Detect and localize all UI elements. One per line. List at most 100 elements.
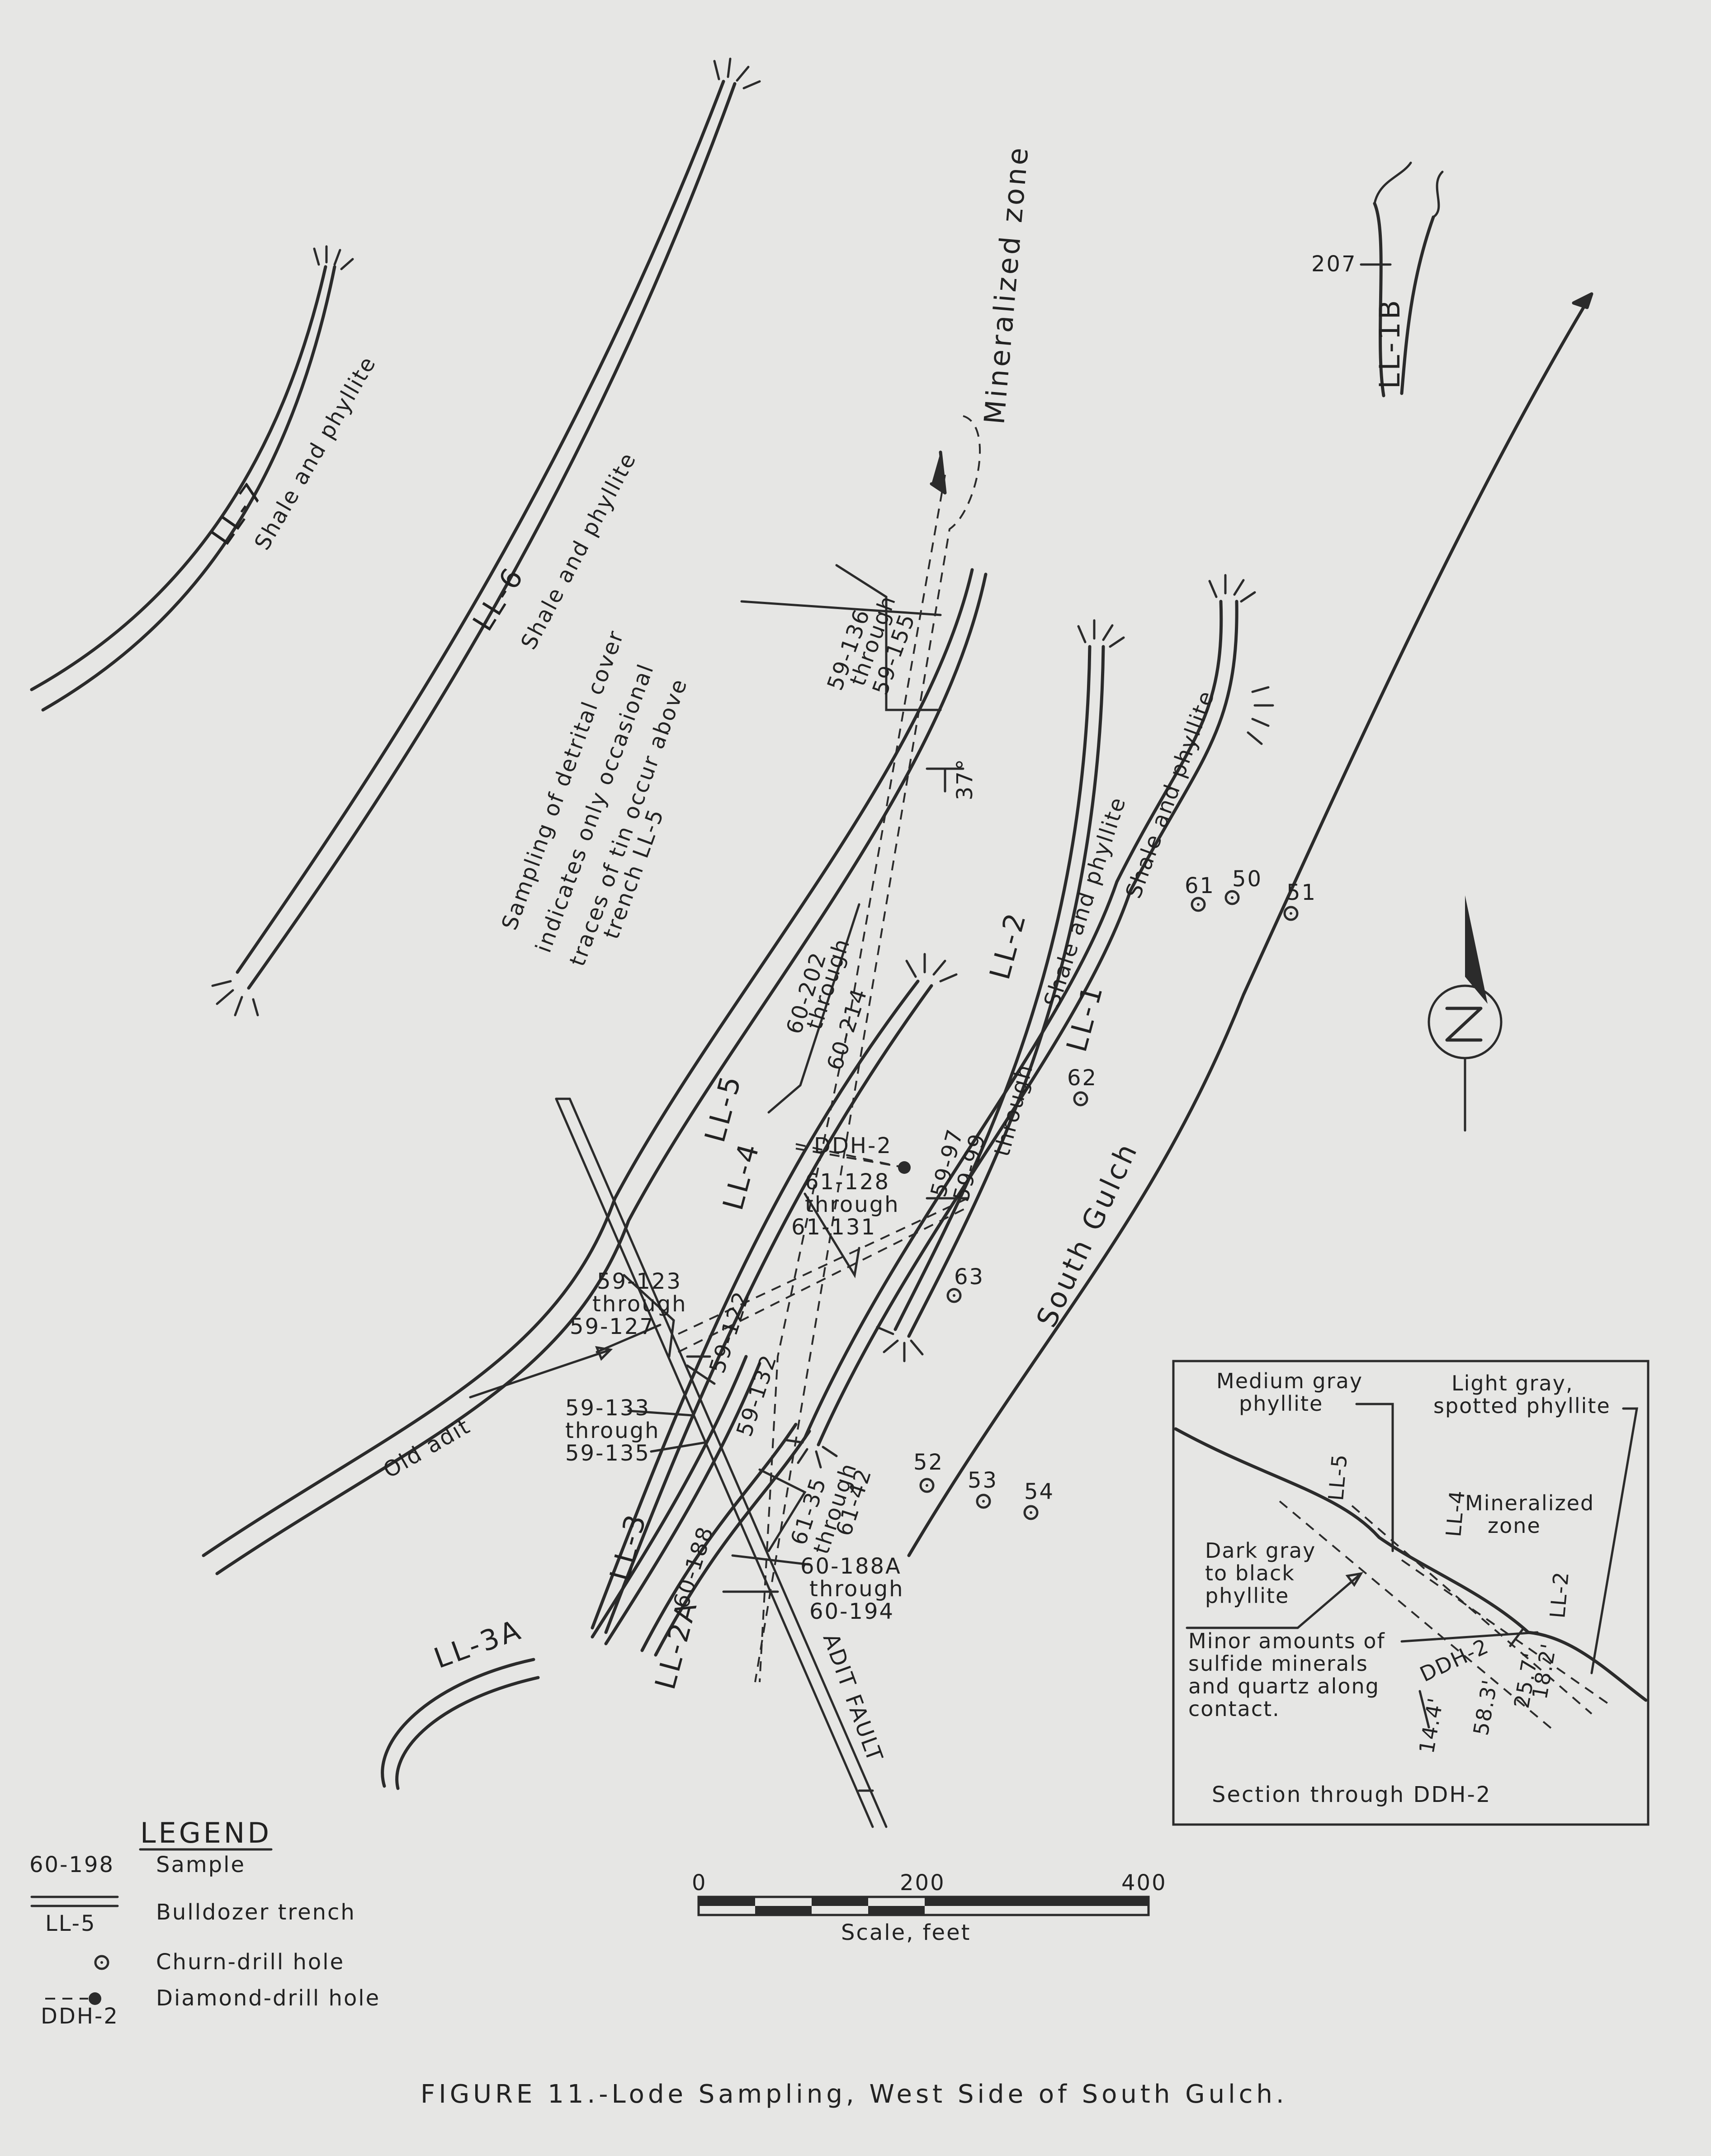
figure-title: FIGURE 11.-Lode Sampling, West Side of S… bbox=[421, 2080, 1288, 2109]
svg-text:62: 62 bbox=[1067, 1065, 1097, 1091]
ll-2-rock-label: Shale and phyllite bbox=[1039, 794, 1131, 1010]
legend-text-ddh: Diamond-drill hole bbox=[156, 1986, 380, 2011]
sample-through-4: through bbox=[805, 1192, 900, 1217]
trench-ll-2a bbox=[640, 1423, 811, 1657]
section-depth-25: 25.7' bbox=[1509, 1650, 1543, 1710]
old-adit-label: Old adit bbox=[379, 1413, 475, 1483]
trench-ll-1 bbox=[785, 574, 1274, 1469]
dip-label: 37° bbox=[952, 758, 978, 800]
sample-61-131: 61-131 bbox=[791, 1215, 876, 1240]
section-minor-4: contact. bbox=[1188, 1697, 1280, 1721]
svg-text:51: 51 bbox=[1286, 880, 1317, 905]
sample-59-127: 59-127 bbox=[570, 1314, 655, 1339]
trench-ll-6 bbox=[211, 57, 761, 1017]
sample-through-8: through bbox=[809, 1576, 904, 1602]
scale-caption: Scale, feet bbox=[841, 1920, 971, 1945]
churn-hole: 53 bbox=[968, 1468, 998, 1509]
ll-7-rock-label: Shale and phyllite bbox=[250, 351, 381, 554]
ll-1-rock-label: Shale and phyllite bbox=[1121, 687, 1220, 902]
trench-ll-1b bbox=[1373, 161, 1444, 397]
section-light-gray-2: spotted phyllite bbox=[1433, 1394, 1611, 1418]
legend-text-sample: Sample bbox=[156, 1852, 246, 1877]
churn-hole: 51 bbox=[1283, 880, 1317, 921]
scale-bar: 0 200 400 Scale, feet bbox=[692, 1870, 1167, 1945]
sample-labels: 59-136 through 59-155 60-202 through 60-… bbox=[565, 251, 1392, 1624]
section-ll-2: LL-2 bbox=[1545, 1570, 1574, 1619]
ll-4-label: LL-4 bbox=[716, 1138, 766, 1213]
svg-text:61: 61 bbox=[1185, 873, 1215, 898]
ddh-2-label: DDH-2 bbox=[814, 1133, 892, 1158]
svg-text:52: 52 bbox=[913, 1450, 944, 1475]
section-title: Section through DDH-2 bbox=[1212, 1782, 1491, 1807]
section-ll-4: LL-4 bbox=[1441, 1489, 1470, 1538]
mineralized-zone-lines bbox=[678, 415, 981, 1683]
legend-symbol-trench: LL-5 bbox=[45, 1911, 96, 1936]
svg-text:53: 53 bbox=[968, 1468, 998, 1493]
section-minor-1: Minor amounts of bbox=[1188, 1629, 1385, 1653]
scale-label-0: 0 bbox=[692, 1870, 707, 1896]
section-ll-5: LL-5 bbox=[1323, 1452, 1352, 1502]
trench-ll-3 bbox=[591, 1355, 761, 1645]
section-dark-gray-2: to black bbox=[1205, 1561, 1295, 1585]
section-dark-gray-1: Dark gray bbox=[1205, 1538, 1316, 1563]
svg-text:54: 54 bbox=[1024, 1479, 1054, 1504]
ll-2-label: LL-2 bbox=[983, 907, 1033, 983]
adit-fault bbox=[555, 1097, 888, 1828]
section-mineralized-2: zone bbox=[1488, 1513, 1541, 1538]
section-medium-gray-2: phyllite bbox=[1239, 1391, 1323, 1416]
south-gulch-label: South Gulch bbox=[1030, 1136, 1144, 1332]
ddh-2-hole bbox=[795, 1148, 911, 1174]
churn-hole: 61 bbox=[1185, 873, 1215, 912]
section-inset: Medium gray phyllite Light gray, spotted… bbox=[1172, 1360, 1650, 1826]
old-adit-arrow bbox=[469, 1346, 613, 1399]
sample-through-3: through bbox=[989, 1061, 1038, 1159]
trench-ll-3a bbox=[381, 1658, 540, 1790]
svg-text:63: 63 bbox=[954, 1264, 984, 1290]
sample-60-188a: 60-188A bbox=[800, 1554, 902, 1579]
churn-drill-holes: 61 50 51 62 63 52 53 54 bbox=[913, 866, 1317, 1520]
legend-title: LEGEND bbox=[140, 1816, 272, 1849]
scale-label-400: 400 bbox=[1121, 1870, 1167, 1896]
sample-through-5: through bbox=[592, 1291, 687, 1317]
sample-59-135: 59-135 bbox=[565, 1441, 650, 1466]
trench-ll-4 bbox=[591, 953, 958, 1634]
section-medium-gray-1: Medium gray bbox=[1216, 1369, 1363, 1393]
section-dark-gray-3: phyllite bbox=[1205, 1584, 1289, 1608]
legend-text-trench: Bulldozer trench bbox=[156, 1900, 356, 1925]
section-depth-14: 14.4' bbox=[1414, 1695, 1448, 1755]
churn-hole: 63 bbox=[946, 1264, 984, 1303]
svg-text:50: 50 bbox=[1232, 866, 1262, 892]
ll-1b-label: LL-1B bbox=[1373, 298, 1406, 389]
churn-hole: 50 bbox=[1224, 866, 1262, 905]
scale-label-200: 200 bbox=[900, 1870, 945, 1896]
churn-hole: 62 bbox=[1067, 1065, 1097, 1106]
ll-2a-label: LL-2A bbox=[648, 1596, 704, 1693]
sample-207: 207 bbox=[1311, 251, 1357, 277]
ll-5-label: LL-5 bbox=[698, 1070, 748, 1145]
ll-3-label: LL-3 bbox=[603, 1508, 653, 1584]
section-minor-3: and quartz along bbox=[1188, 1674, 1380, 1698]
section-depth-58: 58.3' bbox=[1469, 1677, 1503, 1737]
sample-60-188: 60-188 bbox=[668, 1523, 718, 1612]
section-light-gray-1: Light gray, bbox=[1451, 1371, 1574, 1395]
trench-ll-2 bbox=[876, 619, 1125, 1362]
section-minor-2: sulfide minerals bbox=[1188, 1651, 1368, 1676]
south-gulch bbox=[907, 292, 1593, 1557]
legend: LEGEND 60-198 Sample LL-5 Bulldozer tren… bbox=[29, 1816, 380, 2029]
dip-symbol bbox=[926, 767, 964, 793]
mineralized-zone-label: Mineralized zone bbox=[978, 144, 1035, 426]
legend-symbol-ddh: DDH-2 bbox=[41, 2004, 119, 2029]
trench-ll-7 bbox=[30, 245, 354, 712]
sample-59-123: 59-123 bbox=[597, 1269, 682, 1294]
section-mineralized-1: Mineralized bbox=[1465, 1491, 1594, 1515]
sample-through-6: through bbox=[565, 1418, 660, 1443]
adit-fault-label: ADIT FAULT bbox=[818, 1630, 888, 1766]
sample-leaders bbox=[596, 564, 969, 1593]
legend-text-churn: Churn-drill hole bbox=[156, 1949, 345, 1975]
churn-hole: 54 bbox=[1023, 1479, 1054, 1520]
sample-59-133: 59-133 bbox=[565, 1395, 650, 1421]
legend-symbol-sample: 60-198 bbox=[29, 1852, 114, 1877]
trench-ll-5 bbox=[202, 568, 988, 1575]
